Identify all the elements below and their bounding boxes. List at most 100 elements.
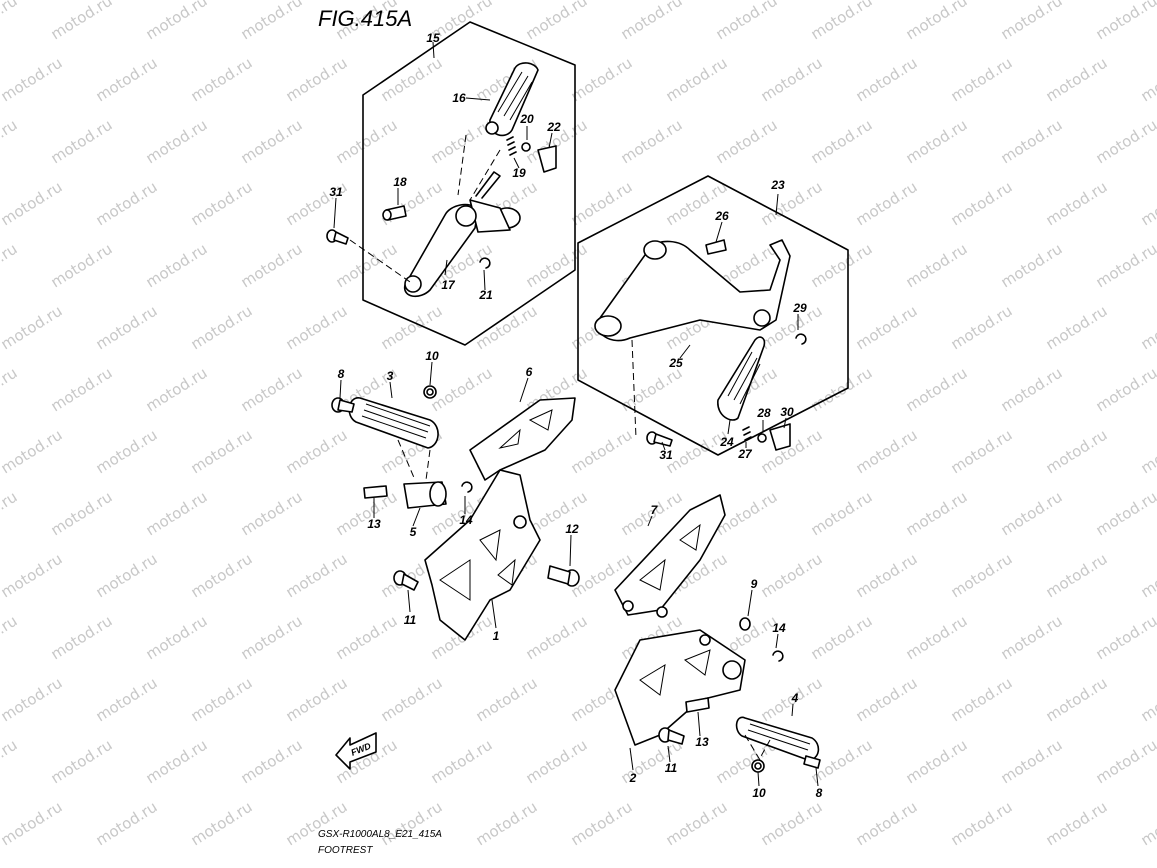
watermark-text: motod.ru	[0, 798, 65, 850]
label-part-25: 25	[668, 356, 683, 370]
label-part-4: 4	[791, 691, 799, 705]
watermark-text: motod.ru	[1043, 550, 1111, 602]
label-part-18: 18	[393, 175, 407, 189]
label-part-6: 6	[526, 365, 533, 379]
label-part-9: 9	[751, 577, 758, 591]
watermark-text: motod.ru	[713, 116, 781, 168]
part-18-pin	[382, 205, 407, 221]
label-part-23: 23	[770, 178, 785, 192]
watermark-text: motod.ru	[93, 674, 161, 726]
watermark-text: motod.ru	[143, 612, 211, 664]
watermark-text: motod.ru	[808, 488, 876, 540]
watermark-text: motod.ru	[238, 0, 306, 43]
label-part-31b: 31	[659, 448, 673, 462]
part-labels: 15 16 18 19 20 22 17 21 31 23 26 29 25 2…	[329, 31, 822, 800]
label-part-28: 28	[756, 406, 771, 420]
watermark-text: motod.ru	[853, 798, 921, 850]
watermark-text: motod.ru	[998, 736, 1066, 788]
watermark-text: motod.ru	[188, 674, 256, 726]
watermark-text: motod.ru	[808, 612, 876, 664]
watermark-text: motod.ru	[663, 426, 731, 478]
watermark-text: motod.ru	[1093, 0, 1157, 43]
watermark-text: motod.ru	[0, 302, 65, 354]
label-part-10b: 10	[752, 786, 766, 800]
watermark-text: motod.ru	[283, 426, 351, 478]
label-part-11a: 11	[404, 613, 417, 627]
watermark-text: motod.ru	[758, 798, 826, 850]
label-part-10a: 10	[425, 349, 439, 363]
watermark-text: motod.ru	[48, 116, 116, 168]
watermark-text: motod.ru	[283, 54, 351, 106]
label-part-15: 15	[426, 31, 440, 45]
watermark-text: motod.ru	[758, 550, 826, 602]
label-part-13b: 13	[695, 735, 709, 749]
assembly-guide-line	[457, 134, 501, 201]
watermark-text: motod.ru	[808, 0, 876, 43]
watermark-text: motod.ru	[1138, 798, 1157, 850]
label-part-12: 12	[565, 522, 579, 536]
watermark-text: motod.ru	[853, 302, 921, 354]
watermark-text: motod.ru	[143, 240, 211, 292]
watermark-text: motod.ru	[948, 674, 1016, 726]
label-part-17: 17	[441, 278, 456, 292]
watermark-text: motod.ru	[948, 54, 1016, 106]
watermark-text: motod.ru	[238, 612, 306, 664]
watermark-text: motod.ru	[283, 798, 351, 850]
watermark-text: motod.ru	[428, 364, 496, 416]
watermark-text: motod.ru	[998, 0, 1066, 43]
part-24-pillion-peg	[717, 336, 766, 421]
watermark-text: motod.ru	[948, 550, 1016, 602]
watermark-text: motod.ru	[713, 0, 781, 43]
label-part-27: 27	[737, 447, 753, 461]
label-part-2: 2	[629, 771, 637, 785]
part-11-bolt-right	[658, 727, 685, 745]
watermark-text: motod.ru	[998, 488, 1066, 540]
part-13-pin-right	[685, 697, 710, 713]
watermark-text: motod.ru	[903, 488, 971, 540]
watermark-text: motod.ru	[378, 302, 446, 354]
part-31a-bolt	[326, 229, 349, 245]
watermark-text: motod.ru	[93, 178, 161, 230]
watermark-text: motod.ru	[188, 178, 256, 230]
assembly-guide-line	[397, 439, 431, 481]
watermark-text: motod.ru	[948, 302, 1016, 354]
watermark-text: motod.ru	[283, 674, 351, 726]
watermark-text: motod.ru	[0, 674, 65, 726]
label-part-19: 19	[512, 166, 526, 180]
watermark-text: motod.ru	[188, 798, 256, 850]
part-8-bolt-left	[331, 397, 355, 413]
watermark-text: motod.ru	[238, 736, 306, 788]
watermark-text: motod.ru	[808, 364, 876, 416]
watermark-text: motod.ru	[903, 612, 971, 664]
label-part-22: 22	[546, 120, 561, 134]
watermark-text: motod.ru	[143, 0, 211, 43]
part-28-ball	[757, 433, 767, 443]
watermark-text: motod.ru	[473, 302, 541, 354]
assembly-box-15	[362, 21, 576, 346]
part-20-ball	[521, 142, 531, 152]
watermark-text: motod.ru	[758, 426, 826, 478]
label-part-20: 20	[519, 112, 534, 126]
watermark-text: motod.ru	[948, 426, 1016, 478]
watermark-text: motod.ru	[93, 798, 161, 850]
label-part-7: 7	[651, 503, 659, 517]
part-22-plate	[537, 145, 557, 173]
watermark-text: motod.ru	[903, 116, 971, 168]
watermark-text: motod.ru	[903, 736, 971, 788]
watermark-text: motod.ru	[238, 364, 306, 416]
label-part-21: 21	[478, 288, 493, 302]
part-1-bracket-left	[424, 469, 541, 641]
watermark-text: motod.ru	[1093, 488, 1157, 540]
watermark-text: motod.ru	[473, 798, 541, 850]
watermark-text: motod.ru	[758, 178, 826, 230]
watermark-text: motod.ru	[428, 116, 496, 168]
part-16-footpeg	[485, 62, 539, 137]
watermark-text: motod.ru	[1093, 240, 1157, 292]
watermark-text: motod.ru	[48, 488, 116, 540]
watermark-text: motod.ru	[0, 54, 65, 106]
watermark-text: motod.ru	[903, 240, 971, 292]
watermark-text: motod.ru	[568, 54, 636, 106]
watermark-text: motod.ru	[808, 116, 876, 168]
watermark-text: motod.ru	[1138, 426, 1157, 478]
part-6-heel-guard-left	[469, 397, 576, 481]
